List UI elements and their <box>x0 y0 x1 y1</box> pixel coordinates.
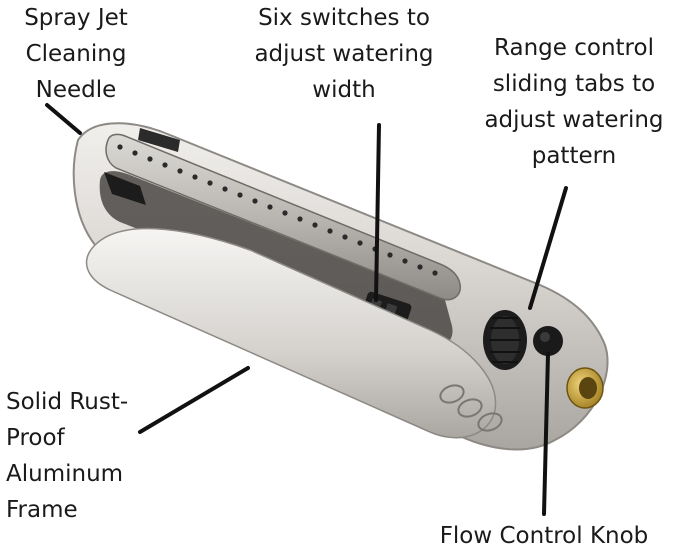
range-control-dial <box>483 310 527 370</box>
callout-spray-jet: Spray Jet Cleaning Needle <box>8 0 144 108</box>
callout-line-solid-frame <box>138 366 250 434</box>
oval-indents <box>439 384 503 432</box>
callout-six-switches-line-3: width <box>312 77 376 103</box>
callout-line-spray-jet <box>45 103 82 135</box>
callout-six-switches: Six switches to adjust watering width <box>236 0 452 108</box>
callout-six-switches-line-1: Six switches to <box>258 5 430 31</box>
callout-range-control-line-4: pattern <box>531 143 617 169</box>
callout-spray-jet-line-1: Spray Jet <box>24 5 128 31</box>
tube-left-cap <box>104 172 146 205</box>
callout-flow-knob-line-1: Flow Control Knob <box>439 523 649 549</box>
callout-spray-jet-line-2: Cleaning <box>25 41 127 67</box>
callout-range-control-line-3: adjust watering <box>484 107 664 133</box>
callout-solid-frame-line-1: Solid Rust- <box>6 389 129 415</box>
callout-solid-frame: Solid Rust- Proof Aluminum Frame <box>6 384 156 528</box>
callout-solid-frame-line-4: Frame <box>6 497 78 523</box>
tube-top-clip <box>138 128 180 152</box>
callout-six-switches-line-2: adjust watering <box>254 41 434 67</box>
callout-flow-knob: Flow Control Knob <box>424 518 664 554</box>
callout-line-six-switches <box>374 123 381 302</box>
callout-lines <box>45 103 568 516</box>
callout-solid-frame-line-2: Proof <box>6 425 65 451</box>
callout-range-control-line-1: Range control <box>494 35 654 61</box>
front-handle <box>85 227 497 439</box>
brass-connector <box>566 367 604 409</box>
callout-solid-frame-line-3: Aluminum <box>6 461 124 487</box>
callout-spray-jet-line-3: Needle <box>35 77 117 103</box>
callout-range-control-line-2: sliding tabs to <box>492 71 656 97</box>
callout-line-range-control <box>528 186 568 310</box>
callout-line-flow-knob <box>542 352 550 516</box>
callout-range-control: Range control sliding tabs to adjust wat… <box>476 30 672 174</box>
spray-holes <box>117 144 438 276</box>
